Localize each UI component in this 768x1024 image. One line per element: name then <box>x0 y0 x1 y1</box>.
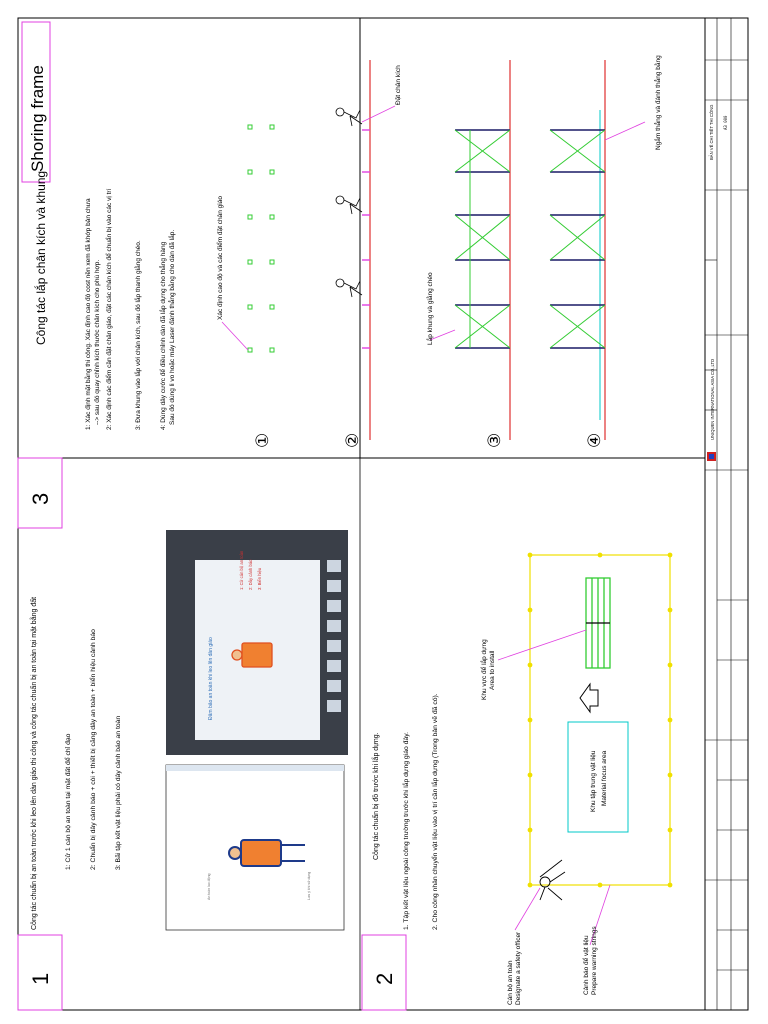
s3-item-4: 4: Dùng dây cước để điều chỉnh dàn đã lắ… <box>158 241 167 430</box>
step1-point-grid <box>247 124 275 353</box>
step4-scaffold <box>549 60 606 440</box>
step-markers: ① ② ③ ④ <box>253 433 604 448</box>
s1-item-1: 1: Cử 1 cán bộ an toàn tại mặt đất để ch… <box>63 733 72 870</box>
place-jack-leader <box>361 105 396 123</box>
section1-items: 1: Cử 1 cán bộ an toàn tại mặt đất để ch… <box>63 629 122 870</box>
step3-scaffold <box>454 60 511 440</box>
up-arrow-icon <box>579 682 599 714</box>
install-area-leader <box>497 629 587 661</box>
svg-text:An toàn lao động: An toàn lao động <box>207 873 211 900</box>
title-box <box>21 21 51 183</box>
s3-item-2: 2: Xác định các điểm cần đặt chân giáo, … <box>104 188 113 430</box>
slide-thumbnail-presentation: Đảm bảo an toàn khi leo lên dàn giáo 1: … <box>166 530 348 755</box>
string-line-label: Ngắm thẳng và đánh thẳng bằng <box>653 55 662 150</box>
title-block <box>705 18 748 1010</box>
section2-number: 2 <box>372 973 397 985</box>
elevation-label: Xác định cao độ và các điểm đặt chân giá… <box>216 196 224 320</box>
warning-leader <box>589 884 611 946</box>
section3-heading: Công tác lắp chân kích và khung <box>33 171 48 345</box>
slide-line-2: 2: Dây cảnh báo <box>248 559 253 590</box>
safety-label-vn: Cán bộ an toàn <box>507 960 514 1005</box>
slide-line-1: 1: Cử cán bộ an toàn <box>239 550 244 590</box>
section3-number-box <box>17 457 63 529</box>
section2-items: 1. Tập kết vật liệu ngoài công trường tr… <box>401 693 439 930</box>
material-label-vn: Khu tập trung vật liệu <box>590 750 597 812</box>
warning-label-vn: Cảnh báo để vật liệu <box>582 935 590 995</box>
place-jack-label: Đặt chân kích <box>395 65 402 105</box>
section1-heading: Công tác chuẩn bị an toàn trước khi leo … <box>29 597 38 930</box>
slide-title: Đảm bảo an toàn khi leo lên dàn giáo <box>208 637 214 720</box>
s3-item-4b: Sau đó dùng li vo hoặc máy Laser đánh th… <box>167 230 176 425</box>
material-area <box>567 721 629 833</box>
warning-label-en: Prepare warning strings <box>591 926 598 995</box>
step2-ground <box>335 60 371 440</box>
section-number-boxes <box>17 21 407 1011</box>
string-line-leader <box>604 121 646 141</box>
sheet-number: A3 000 <box>723 115 728 130</box>
section1-number: 1 <box>28 973 53 985</box>
section2-heading: Công tác chuẩn bị đồ trước khi lắp dựng. <box>371 732 380 860</box>
drawing-title: BẢN VẼ CHI TIẾT THI CÔNG <box>709 105 714 160</box>
company-name: UNIQUEN INTERNATIONAL ASIA CO.,LTD <box>710 359 715 440</box>
safety-officer-icon <box>539 859 566 901</box>
slide-line-3: 3: Biển hiệu <box>257 567 262 590</box>
s2-item-1: 1. Tập kết vật liệu ngoài công trường tr… <box>401 732 410 930</box>
s2-item-2: 2. Cho công nhân chuyển vật liệu vào vị … <box>430 693 439 930</box>
s1-item-3: 3: Bãi tập kết vật liệu phải có dây cảnh… <box>113 716 122 870</box>
page-title: Shoring frame <box>28 65 47 172</box>
step-3: ③ <box>485 433 504 448</box>
elevation-leader <box>221 321 249 351</box>
step-4: ④ <box>585 433 604 448</box>
section3-number: 3 <box>28 493 53 505</box>
install-label-en: Area to install <box>489 650 496 690</box>
frame-brace-leader <box>429 329 456 341</box>
svg-text:Lưu ý khi sử dụng: Lưu ý khi sử dụng <box>307 872 311 900</box>
frame-brace-label: Lắp khung và giằng chéo <box>425 272 434 345</box>
safety-label-en: Designate a safety officer <box>515 931 522 1005</box>
section3-items: 1: Xác định mặt bằng thi công. Xác định … <box>83 188 176 430</box>
install-label-vn: Khu vực để lắp dựng <box>479 639 488 700</box>
s3-item-3: 3: Đưa khung vào lắp với chân kích, sau … <box>133 240 142 430</box>
s3-item-1: 1: Xác định mặt bằng thi công. Xác định … <box>83 198 92 430</box>
slide-thumbnail-harness: An toàn lao động Lưu ý khi sử dụng <box>165 764 345 931</box>
install-area <box>585 577 611 669</box>
section1-number-box <box>17 934 63 1011</box>
section2-number-box <box>361 934 407 1011</box>
step2-worker-icon <box>335 107 363 298</box>
safety-officer-leader <box>514 887 541 931</box>
material-label-en: Material focus area <box>601 750 608 806</box>
s1-item-2: 2: Chuẩn bị dây cảnh báo + còi + thiết b… <box>88 629 97 870</box>
s3-item-1b: --> sau đó quay chỉnh kích thước chân kí… <box>93 260 101 425</box>
step-1: ① <box>253 433 272 448</box>
company-logo-icon <box>707 452 716 461</box>
sheet-frame <box>17 17 749 1011</box>
warning-fence <box>527 552 673 888</box>
step-2: ② <box>343 433 362 448</box>
